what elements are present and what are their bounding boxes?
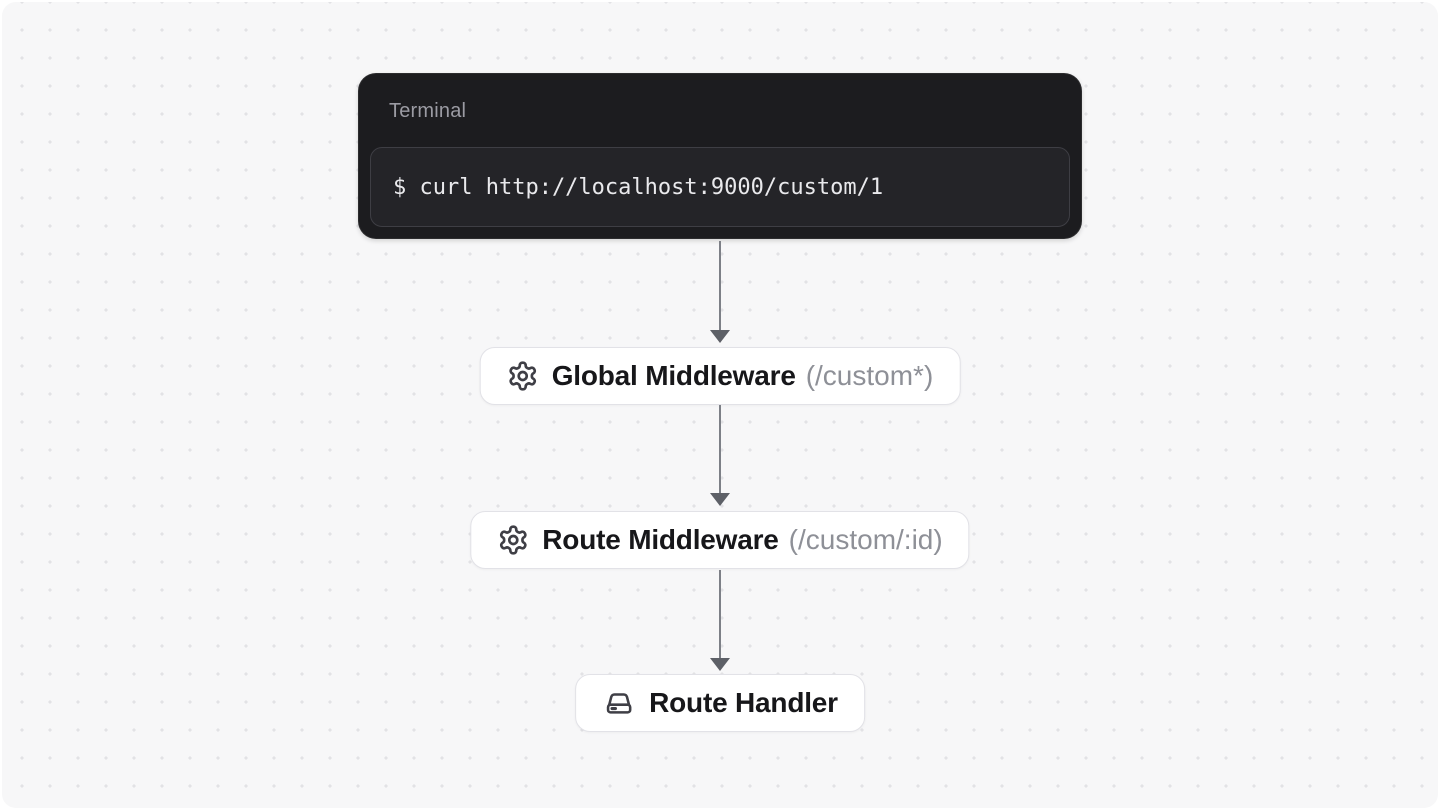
node-route-pattern: (/custom/:id) <box>788 524 943 555</box>
terminal-title: Terminal <box>389 100 467 122</box>
node-route-middleware: Route Middleware (/custom/:id) <box>470 511 970 569</box>
arrow-route-middleware-to-handler <box>710 570 730 671</box>
arrow-shaft <box>719 405 721 494</box>
arrow-shaft <box>719 241 721 331</box>
arrow-head-icon <box>710 658 730 671</box>
arrow-head-icon <box>710 493 730 506</box>
terminal-window: Terminal $ curl http://localhost:9000/cu… <box>358 73 1082 239</box>
gear-icon <box>499 525 527 555</box>
node-global-middleware: Global Middleware (/custom*) <box>479 347 961 405</box>
node-label: Route Handler <box>649 687 838 718</box>
terminal-command: $ curl http://localhost:9000/custom/1 <box>393 174 884 200</box>
arrow-head-icon <box>710 330 730 343</box>
terminal-command-box: $ curl http://localhost:9000/custom/1 <box>370 147 1070 227</box>
node-label: Global Middleware <box>551 360 796 391</box>
node-route-handler: Route Handler <box>575 674 865 732</box>
hard-drive-icon <box>606 693 632 714</box>
gear-icon <box>509 361 537 391</box>
arrow-shaft <box>719 570 721 659</box>
arrow-global-to-route-middleware <box>710 405 730 506</box>
arrow-terminal-to-global-middleware <box>710 241 730 343</box>
node-label: Route Middleware <box>542 524 779 555</box>
node-route-pattern: (/custom*) <box>805 360 934 391</box>
